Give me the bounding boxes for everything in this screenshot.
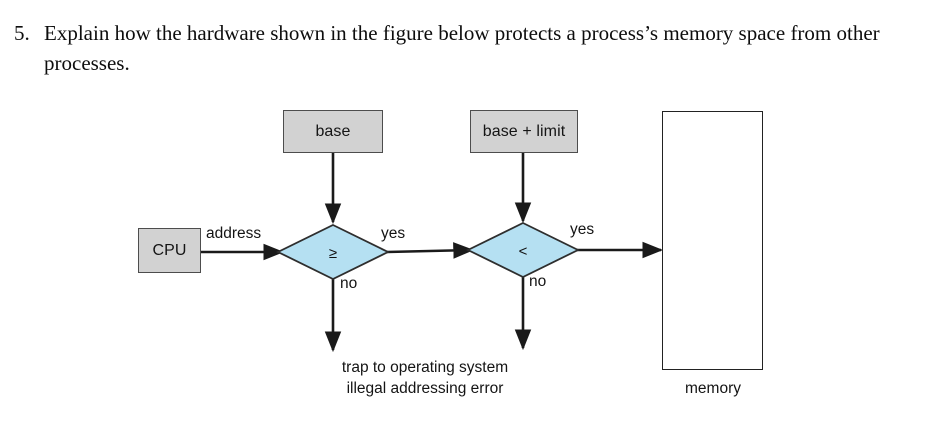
trap-caption-line1: trap to operating system bbox=[341, 359, 509, 376]
memory-box bbox=[662, 111, 763, 370]
edge-label-no-2: no bbox=[529, 273, 547, 290]
edge-label-address: address bbox=[206, 225, 262, 242]
cpu-box: CPU bbox=[138, 228, 201, 273]
base-plus-limit-register-box: base + limit bbox=[470, 110, 578, 153]
trap-caption-line2: illegal addressing error bbox=[346, 380, 504, 397]
memory-protection-diagram: CPU base base + limit ≥ < address yes ye… bbox=[0, 95, 951, 447]
edge-label-yes-1: yes bbox=[381, 225, 406, 242]
question-number: 5. bbox=[14, 21, 30, 45]
trap-caption: trap to operating system illegal address… bbox=[305, 357, 545, 399]
base-register-box: base bbox=[283, 110, 383, 153]
question-block: 5. Explain how the hardware shown in the… bbox=[14, 18, 914, 78]
connector-compare1-yes-to-compare2 bbox=[386, 242, 475, 259]
compare-operator-lt: < bbox=[518, 243, 528, 260]
compare-operator-ge: ≥ bbox=[328, 245, 338, 262]
decision-diamond-lt bbox=[465, 221, 581, 279]
question-text: Explain how the hardware shown in the fi… bbox=[44, 21, 880, 75]
diagram-connectors bbox=[201, 153, 664, 353]
edge-label-yes-2: yes bbox=[570, 221, 595, 238]
memory-caption: memory bbox=[685, 380, 741, 397]
edge-label-no-1: no bbox=[340, 275, 358, 292]
decision-diamond-ge bbox=[275, 223, 391, 281]
